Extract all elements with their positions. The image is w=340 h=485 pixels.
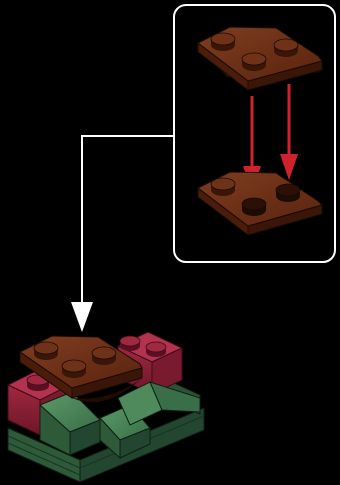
stud [33, 341, 59, 360]
stud [61, 359, 87, 378]
callout-top-piece [197, 26, 323, 92]
brown-wedge-plate-placed [19, 335, 143, 403]
callout-bottom-piece [197, 171, 323, 237]
stud [91, 346, 117, 365]
connector-line [81, 135, 174, 318]
stud [241, 197, 267, 216]
red-arrow-right [280, 84, 298, 180]
connector [71, 135, 174, 332]
green-slopes [39, 381, 201, 460]
stud [275, 183, 301, 202]
assembled-model [6, 331, 205, 483]
stud [210, 177, 236, 196]
stud [273, 38, 299, 57]
stud [210, 32, 236, 51]
stud [241, 52, 267, 71]
connector-arrowhead [71, 302, 93, 332]
